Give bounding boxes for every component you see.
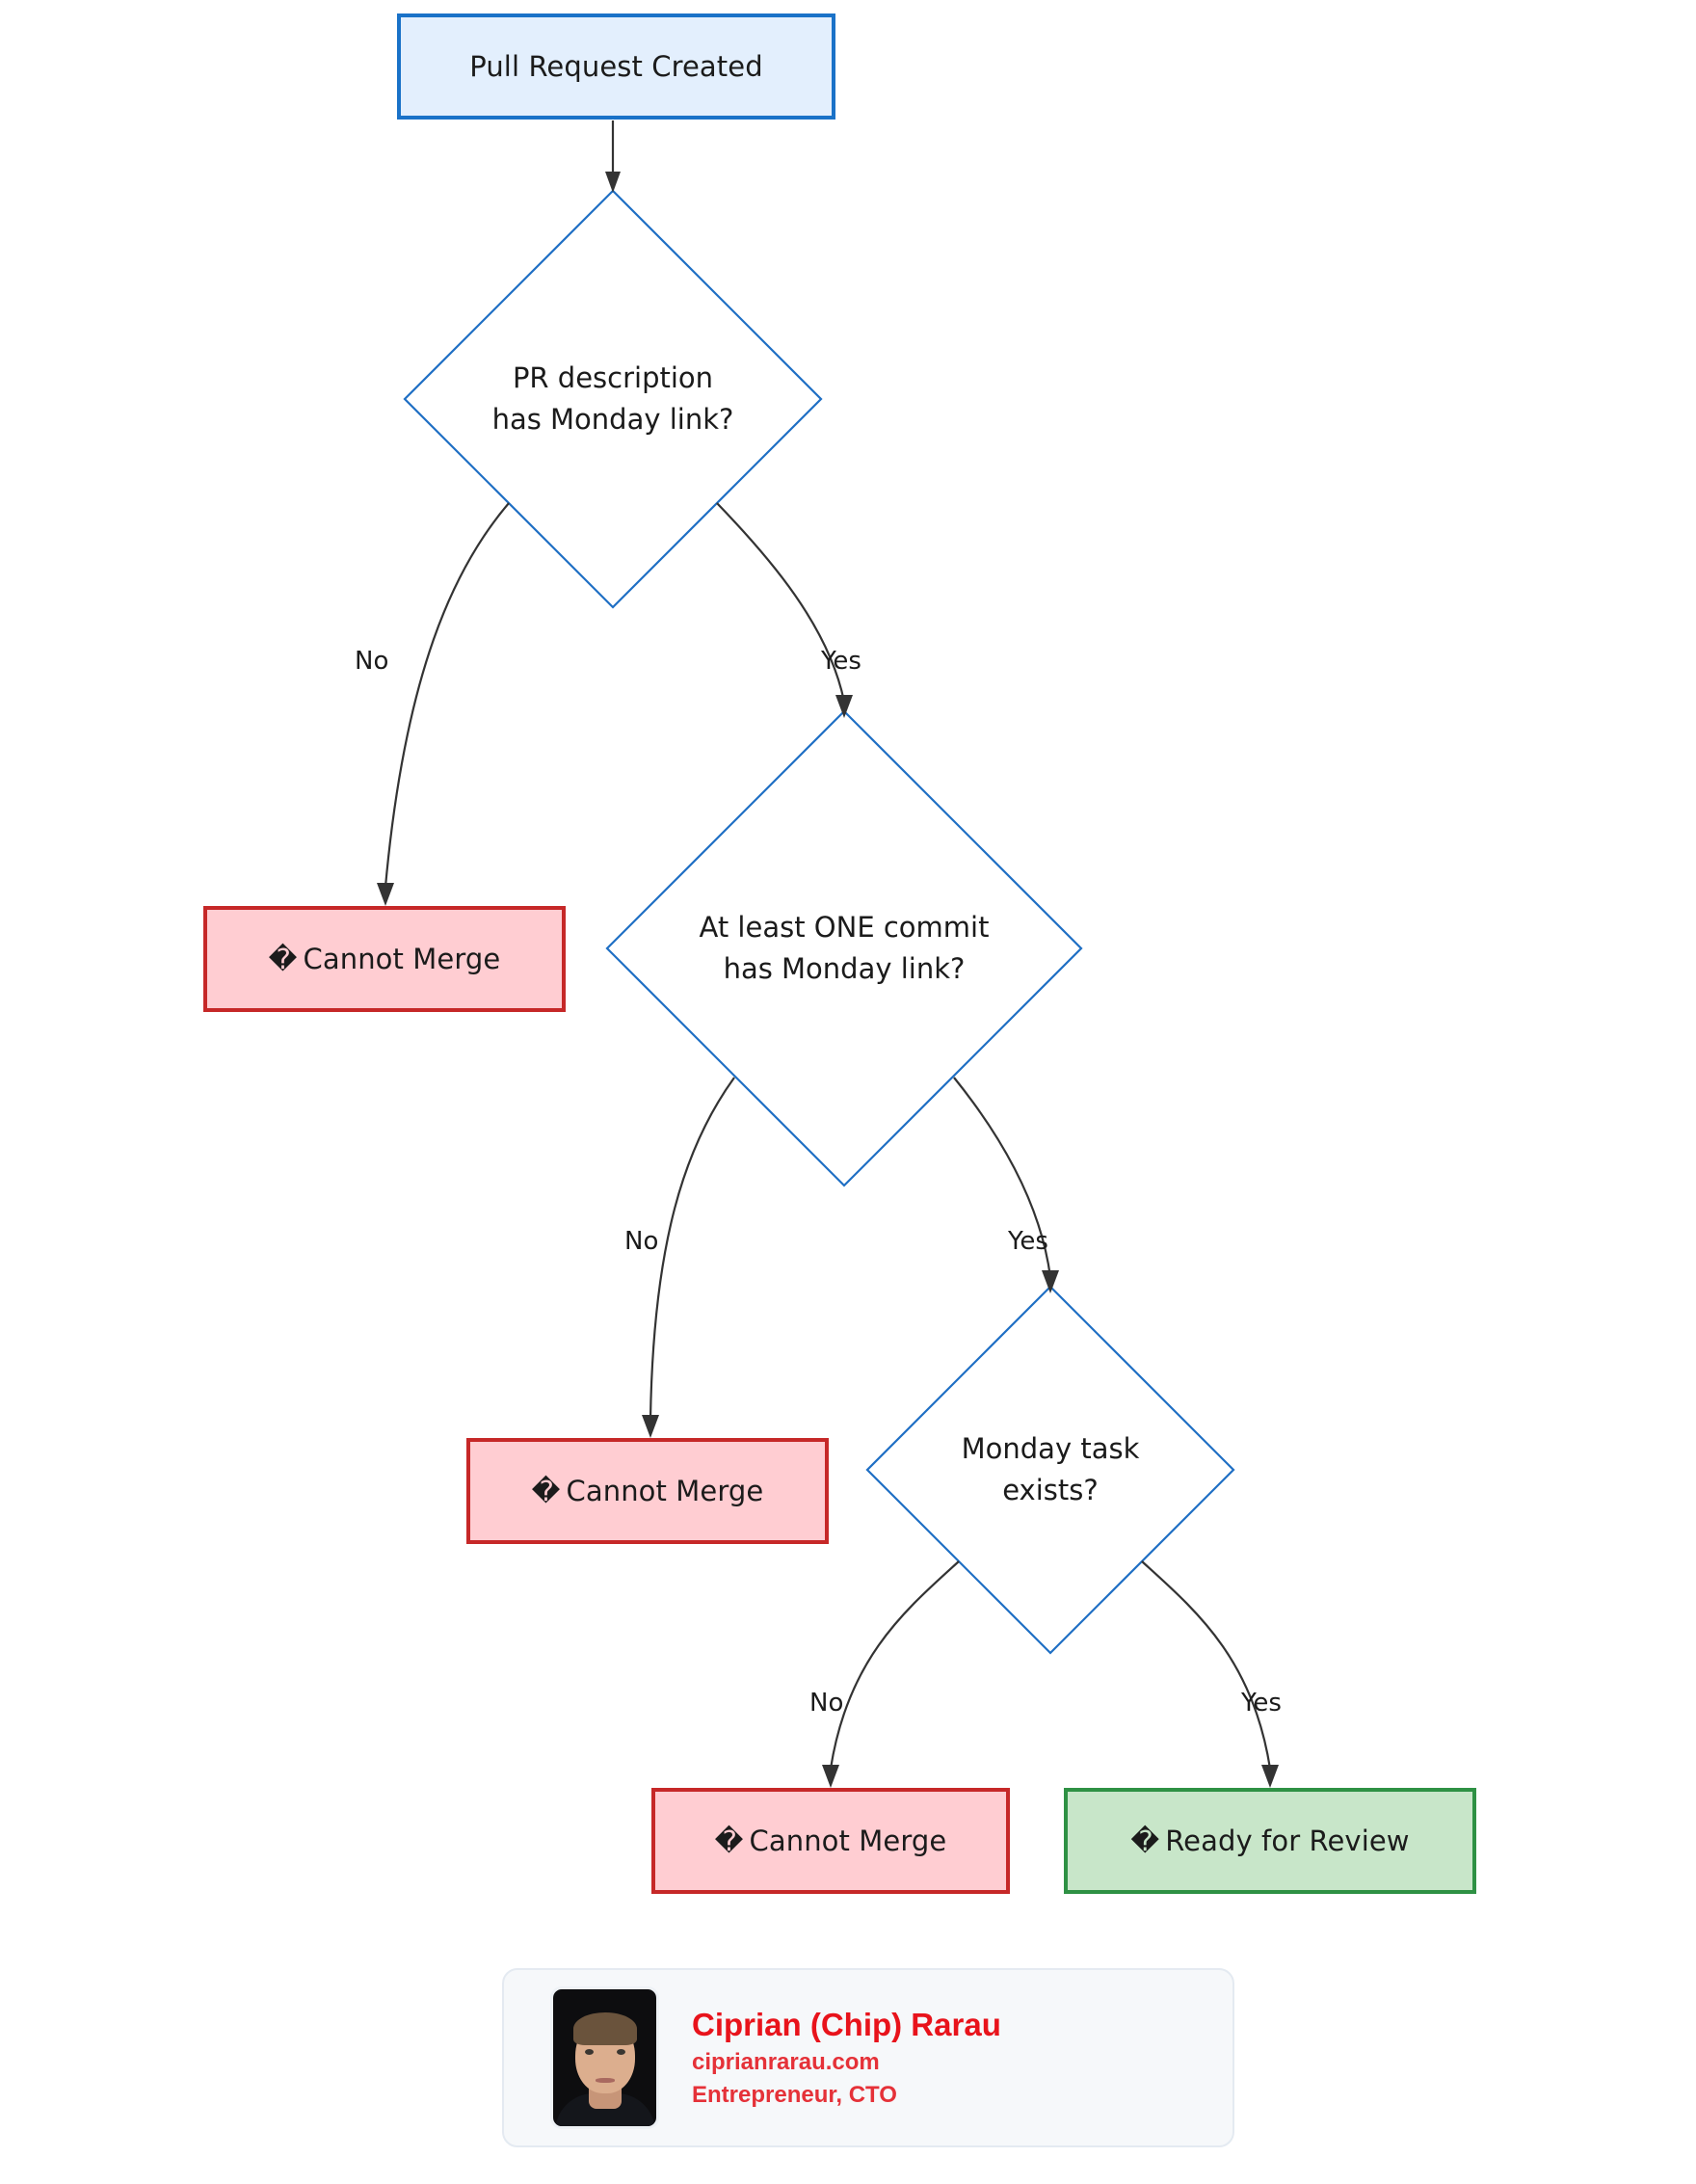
node-cannot-merge-1-label: Cannot Merge bbox=[303, 942, 501, 975]
decision-commit-diamond bbox=[605, 709, 1083, 1187]
arrowhead-fail2 bbox=[642, 1415, 659, 1438]
node-cannot-merge-2[interactable]: � Cannot Merge bbox=[466, 1438, 829, 1544]
avatar-eye-right bbox=[616, 2049, 625, 2055]
cross-mark-icon: � bbox=[714, 1824, 744, 1857]
author-name: Ciprian (Chip) Rarau bbox=[692, 2006, 1001, 2042]
edge-decision3-no bbox=[829, 1560, 960, 1770]
node-pull-request-created[interactable]: Pull Request Created bbox=[397, 13, 835, 120]
decision-task-diamond bbox=[865, 1285, 1235, 1655]
node-ready-for-review[interactable]: � Ready for Review bbox=[1064, 1788, 1476, 1894]
node-cannot-merge-3-label: Cannot Merge bbox=[749, 1824, 947, 1857]
avatar-eye-left bbox=[584, 2049, 594, 2055]
edge-label-decision2-no: No bbox=[624, 1227, 659, 1256]
edge-label-decision1-yes: Yes bbox=[821, 647, 861, 676]
author-text-block: Ciprian (Chip) Rarau ciprianrarau.com En… bbox=[692, 2004, 1001, 2113]
cross-mark-icon: � bbox=[531, 1474, 561, 1507]
arrowhead-decision2 bbox=[835, 695, 853, 718]
node-ready-for-review-label: Ready for Review bbox=[1165, 1824, 1410, 1857]
avatar-mouth bbox=[595, 2078, 615, 2083]
decision-pr-description-diamond bbox=[403, 189, 823, 609]
edge-decision2-yes bbox=[953, 1077, 1052, 1278]
arrowhead-decision3 bbox=[1042, 1270, 1059, 1293]
author-role: Entrepreneur, CTO bbox=[692, 2082, 897, 2109]
node-cannot-merge-3[interactable]: � Cannot Merge bbox=[651, 1788, 1010, 1894]
edge-decision1-yes bbox=[716, 502, 846, 703]
edge-decision3-yes bbox=[1141, 1560, 1272, 1770]
author-website[interactable]: ciprianrarau.com bbox=[692, 2049, 880, 2076]
arrowhead-fail3 bbox=[822, 1765, 839, 1788]
edge-decision1-no bbox=[384, 502, 510, 888]
edge-label-decision3-no: No bbox=[809, 1689, 844, 1718]
node-cannot-merge-2-label: Cannot Merge bbox=[566, 1474, 764, 1507]
avatar-hair bbox=[572, 2012, 637, 2045]
node-cannot-merge-1[interactable]: � Cannot Merge bbox=[203, 906, 566, 1012]
cross-mark-icon: � bbox=[268, 942, 298, 975]
arrowhead-success bbox=[1261, 1765, 1279, 1788]
edge-label-decision2-yes: Yes bbox=[1008, 1227, 1048, 1256]
edge-label-decision1-no: No bbox=[355, 647, 389, 676]
edge-label-decision3-yes: Yes bbox=[1241, 1689, 1282, 1718]
arrowhead-fail1 bbox=[377, 883, 394, 906]
author-card[interactable]: Ciprian (Chip) Rarau ciprianrarau.com En… bbox=[502, 1968, 1234, 2147]
arrowhead-decision1 bbox=[605, 172, 621, 193]
edge-decision2-no bbox=[649, 1077, 735, 1420]
avatar bbox=[550, 1986, 659, 2129]
node-pull-request-created-label: Pull Request Created bbox=[469, 49, 763, 83]
check-mark-icon: � bbox=[1130, 1824, 1160, 1857]
